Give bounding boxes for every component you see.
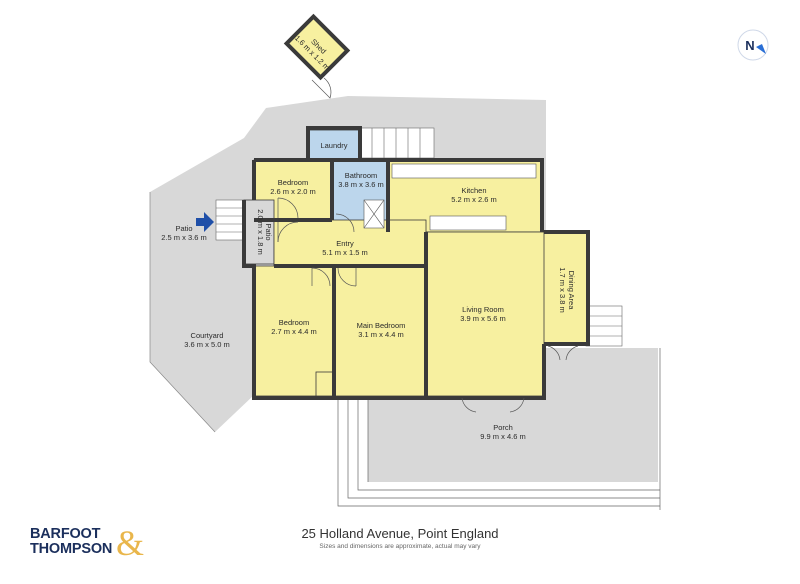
label-laundry: Laundry: [320, 141, 347, 150]
rooms: [243, 129, 589, 397]
compass-label: N: [745, 38, 754, 53]
kitchen-counters: [363, 163, 537, 231]
dims-porch: 9.9 m x 4.6 m: [480, 432, 525, 441]
room-laundry: [307, 129, 361, 161]
svg-text:Patio2.0 m x 1.8 m: Patio2.0 m x 1.8 m: [256, 209, 273, 254]
wardrobe: [315, 371, 335, 397]
dims-bedroom-small: 2.6 m x 2.0 m: [270, 187, 315, 196]
dims-bedroom-2: 2.7 m x 4.4 m: [271, 327, 316, 336]
logo-ampersand: &: [116, 523, 145, 563]
shed: [283, 13, 351, 81]
label-bathroom: Bathroom: [345, 171, 378, 180]
dims-courtyard: 3.6 m x 5.0 m: [184, 340, 229, 349]
compass-circle: [737, 29, 769, 61]
logo-line-2: THOMPSON: [30, 541, 113, 557]
dims-kitchen: 5.2 m x 2.6 m: [451, 195, 496, 204]
shed-room: [283, 13, 351, 81]
patio-steps: [215, 199, 245, 241]
property-address: 25 Holland Avenue, Point England: [301, 526, 499, 541]
compass: N: [737, 29, 769, 61]
dining-steps: [585, 305, 623, 347]
walls: [242, 126, 590, 400]
label-main-bedroom: Main Bedroom: [357, 321, 406, 330]
dims-entry: 5.1 m x 1.5 m: [322, 248, 367, 257]
entry-arrow: [196, 212, 214, 232]
room-living: [425, 231, 545, 397]
label-patio-inner: Patio: [264, 223, 273, 240]
label-kitchen: Kitchen: [461, 186, 486, 195]
courtyard-edge: [149, 192, 216, 433]
label-bedroom-small: Bedroom: [278, 178, 308, 187]
label-courtyard: Courtyard: [191, 331, 224, 340]
label-dining: Dining Area: [567, 271, 576, 311]
shed-door: [311, 77, 332, 99]
rear-stairs: [359, 127, 435, 159]
disclaimer: Sizes and dimensions are approximate, ac…: [319, 543, 481, 550]
porch-steps: [337, 348, 661, 510]
svg-text:Patio2.5 m x 3.6 m: Patio2.5 m x 3.6 m: [161, 224, 206, 242]
dims-bathroom: 3.8 m x 3.6 m: [338, 180, 383, 189]
label-entry: Entry: [336, 239, 354, 248]
room-dining: [541, 231, 589, 345]
room-main-bedroom: [333, 265, 427, 397]
svg-text:Dining Area1.7 m x 3.8 m: Dining Area1.7 m x 3.8 m: [558, 267, 576, 312]
doors: [277, 197, 579, 413]
label-bedroom-2: Bedroom: [279, 318, 309, 327]
dims-living: 3.9 m x 5.6 m: [460, 314, 505, 323]
brand-logo: BARFOOT THOMPSON &: [30, 525, 144, 561]
north-arrow-icon: [756, 44, 766, 54]
logo-line-1: BARFOOT: [30, 526, 101, 542]
dims-dining: 1.7 m x 3.8 m: [558, 267, 567, 312]
label-living: Living Room: [462, 305, 504, 314]
label-porch: Porch: [493, 423, 513, 432]
label-patio: Patio: [175, 224, 192, 233]
room-patio-inner: [243, 199, 275, 265]
dims-patio-inner: 2.0 m x 1.8 m: [256, 209, 265, 254]
dims-patio: 2.5 m x 3.6 m: [161, 233, 206, 242]
dims-main-bedroom: 3.1 m x 4.4 m: [358, 330, 403, 339]
